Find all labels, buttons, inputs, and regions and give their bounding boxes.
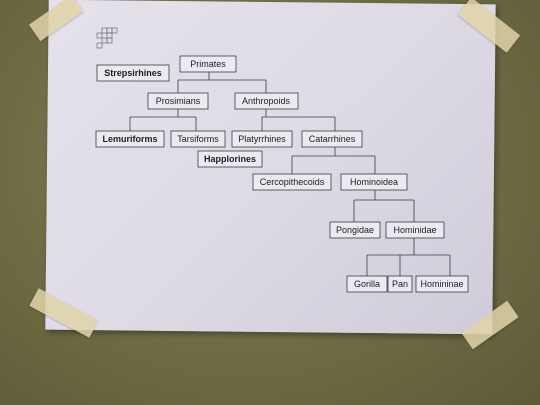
grid-logo-icon (96, 27, 118, 49)
svg-text:Strepsirhines: Strepsirhines (104, 68, 162, 78)
svg-text:Primates: Primates (190, 59, 226, 69)
node-catarrhines: Catarrhines (301, 130, 363, 148)
svg-text:Hominoidea: Hominoidea (350, 177, 398, 187)
node-pongidae: Pongidae (329, 221, 381, 239)
node-platyrrhines: Platyrrhines (231, 130, 293, 148)
node-homininae: Homininae (415, 275, 469, 293)
node-anthropoids: Anthropoids (234, 92, 299, 110)
svg-text:Pan: Pan (392, 279, 408, 289)
svg-text:Pongidae: Pongidae (336, 225, 374, 235)
node-tarsiforms: Tarsiforms (170, 130, 226, 148)
svg-text:Tarsiforms: Tarsiforms (177, 134, 219, 144)
svg-text:Platyrrhines: Platyrrhines (238, 134, 286, 144)
svg-text:Happlorines: Happlorines (204, 154, 256, 164)
svg-text:Hominidae: Hominidae (393, 225, 436, 235)
node-hominoidea: Hominoidea (340, 173, 408, 191)
tree-connectors (129, 72, 451, 276)
label-strepsirhines: Strepsirhines (96, 64, 170, 82)
node-lemuriforms: Lemuriforms (95, 130, 165, 148)
svg-text:Cercopithecoids: Cercopithecoids (260, 177, 325, 187)
svg-text:Anthropoids: Anthropoids (242, 96, 291, 106)
node-prosimians: Prosimians (147, 92, 209, 110)
node-gorilla: Gorilla (346, 275, 388, 293)
node-cercopithecoids: Cercopithecoids (252, 173, 332, 191)
label-haplorines: Happlorines (197, 150, 263, 168)
svg-text:Prosimians: Prosimians (156, 96, 201, 106)
svg-text:Catarrhines: Catarrhines (309, 134, 356, 144)
svg-text:Homininae: Homininae (420, 279, 463, 289)
svg-text:Lemuriforms: Lemuriforms (102, 134, 157, 144)
node-pan: Pan (387, 275, 413, 293)
svg-text:Gorilla: Gorilla (354, 279, 380, 289)
node-hominidae: Hominidae (385, 221, 445, 239)
node-primates: Primates (179, 55, 237, 73)
